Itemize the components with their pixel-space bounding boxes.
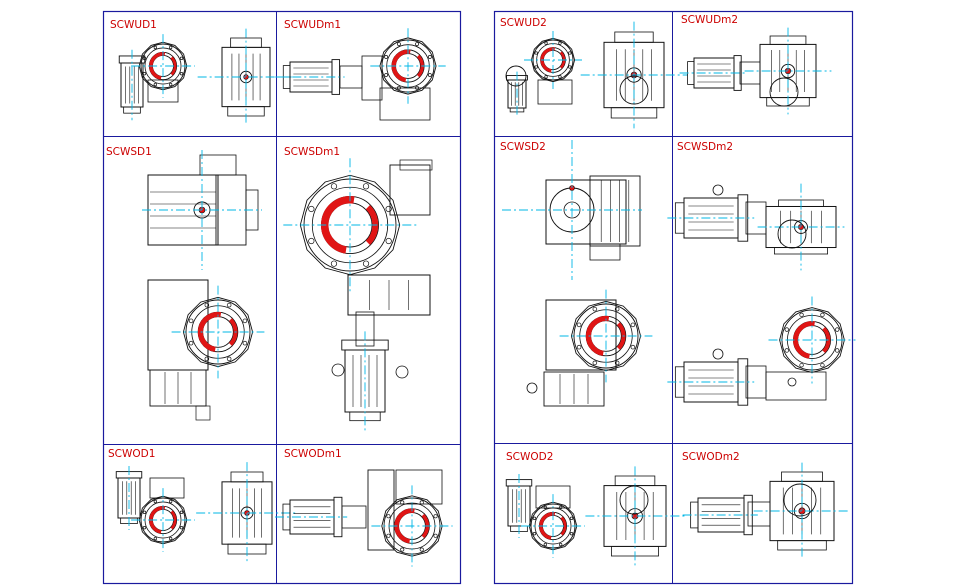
label-SCWUDm1: SCWUDm1 [284, 19, 341, 31]
drawing-SCWUDm2 [679, 27, 832, 115]
cell-labels: SCWUD1 SCWUDm1 SCWSD1 SCWSDm1 SCWOD1 SCW… [106, 14, 740, 463]
label-SCWOD2: SCWOD2 [506, 451, 553, 463]
label-SCWOD1: SCWOD1 [108, 448, 155, 460]
right-sheet [493, 10, 854, 585]
label-SCWSDm1: SCWSDm1 [284, 146, 340, 158]
label-SCWODm1: SCWODm1 [284, 448, 342, 460]
drawing-SCWODm1 [274, 469, 453, 567]
label-SCWSD2: SCWSD2 [500, 141, 546, 153]
drawing-SCWSDm1 [283, 158, 433, 431]
drawing-SCWODm2 [682, 462, 851, 560]
drawing-SCWSD1 [142, 150, 265, 421]
drawing-SCWSD2 [502, 140, 653, 407]
left-sheet-frame [102, 10, 462, 585]
drawing-SCWOD2 [505, 466, 685, 566]
label-SCWUDm2: SCWUDm2 [681, 14, 738, 26]
label-SCWSDm2: SCWSDm2 [677, 141, 733, 153]
drawing-SCWOD1 [115, 462, 298, 564]
gear-motor-drawings [115, 21, 856, 567]
drawing-SCWUD2 [505, 21, 688, 129]
label-SCWUD2: SCWUD2 [500, 17, 547, 29]
label-SCWODm2: SCWODm2 [682, 451, 740, 463]
right-sheet-frame [493, 10, 854, 585]
label-SCWUD1: SCWUD1 [110, 19, 157, 31]
drawing-SCWUDm1 [275, 28, 446, 121]
drawing-SCWSDm2 [667, 183, 856, 406]
left-sheet [102, 10, 462, 585]
drawing-SCWUD1 [118, 28, 295, 126]
label-SCWSD1: SCWSD1 [106, 146, 152, 158]
